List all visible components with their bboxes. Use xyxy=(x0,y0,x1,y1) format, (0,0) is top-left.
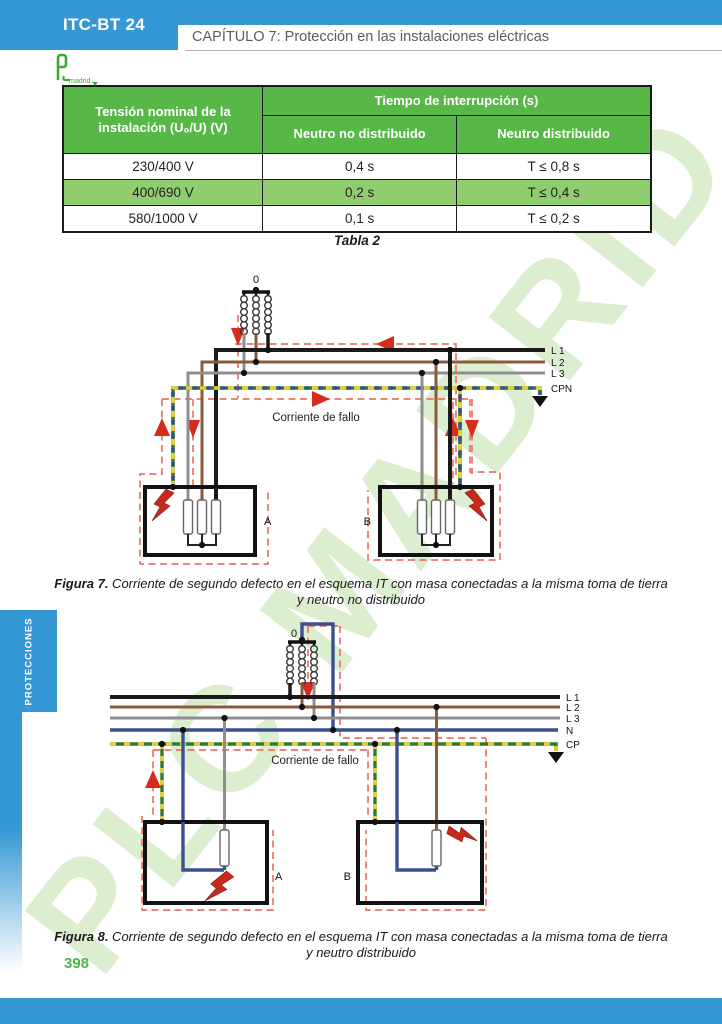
fault-bolt-icon xyxy=(204,867,235,906)
label-n: N xyxy=(566,726,573,737)
header-rule xyxy=(185,50,722,51)
figure8-caption-number: Figura 8. xyxy=(54,929,109,944)
figure7-caption: Figura 7. Corriente de segundo defecto e… xyxy=(51,576,671,609)
label-l3: L 3 xyxy=(551,369,565,380)
plc-madrid-logo-icon: madrid xyxy=(56,53,98,86)
fault-bolt-icon xyxy=(445,821,478,847)
load-a-label: A xyxy=(275,871,283,883)
sidebar-section-tab: PROTECCIONES xyxy=(0,610,57,712)
label-l2: L 2 xyxy=(566,703,580,714)
figure8-caption: Figura 8. Corriente de segundo defecto e… xyxy=(51,929,671,962)
figure8-diagram: 0 xyxy=(110,622,580,911)
load-b-label: B xyxy=(364,516,371,528)
fault-current-label: Corriente de fallo xyxy=(271,755,359,767)
label-l1: L 1 xyxy=(566,693,580,704)
table-row: 230/400 V 0,4 s T ≤ 0,8 s xyxy=(62,153,652,180)
cell-dist: T ≤ 0,2 s xyxy=(456,205,652,233)
table-header-tension: Tensión nominal de la instalación (U₀/U)… xyxy=(62,85,263,154)
cell-no-dist: 0,4 s xyxy=(261,153,458,180)
figure7-caption-number: Figura 7. xyxy=(54,576,109,591)
transformer-group: 0 xyxy=(239,274,272,373)
figure7-diagram: 0 xyxy=(139,274,572,565)
label-cpn: CPN xyxy=(551,384,572,395)
figure8-caption-text: Corriente de segundo defecto en el esque… xyxy=(108,929,668,961)
table-row: 580/1000 V 0,1 s T ≤ 0,2 s xyxy=(62,205,652,233)
sidebar-strip xyxy=(0,712,22,972)
transformer-group: 0 xyxy=(286,622,335,730)
cell-no-dist: 0,2 s xyxy=(261,179,458,206)
header-code-tab: ITC-BT 24 xyxy=(0,0,178,50)
label-l2: L 2 xyxy=(551,358,565,369)
load-a: A xyxy=(143,485,272,557)
fault-current-path xyxy=(141,625,487,911)
line-labels: L 1 L 2 L 3 N CP xyxy=(566,693,580,751)
page-number: 398 xyxy=(64,955,90,972)
table-caption: Tabla 2 xyxy=(333,233,381,248)
table-row: 400/690 V 0,2 s T ≤ 0,4 s xyxy=(62,179,652,206)
fault-current-label: Corriente de fallo xyxy=(272,412,360,424)
cell-dist: T ≤ 0,4 s xyxy=(456,179,652,206)
load-b: B xyxy=(344,820,484,905)
load-a-label: A xyxy=(264,516,272,528)
table-header-neutro-distribuido: Neutro distribuido xyxy=(456,115,652,154)
fault-arrows xyxy=(145,682,315,788)
table-header-neutro-no-distribuido: Neutro no distribuido xyxy=(261,115,458,154)
cpn-conductor xyxy=(171,386,542,487)
fault-bolt-icon xyxy=(464,488,488,522)
cell-no-dist: 0,1 s xyxy=(261,205,458,233)
fault-bolt-icon xyxy=(151,488,175,522)
fault-arrows xyxy=(154,328,479,438)
load-b: B xyxy=(364,485,494,557)
load-a: A xyxy=(143,820,283,906)
label-cp: CP xyxy=(566,740,580,751)
cell-tension: 230/400 V xyxy=(62,153,263,180)
transformer-zero-label: 0 xyxy=(253,274,259,286)
distribution-lines xyxy=(171,348,545,500)
ground-icon xyxy=(548,752,564,763)
chapter-title: CAPÍTULO 7: Protección en las instalacio… xyxy=(192,29,550,45)
load-b-label: B xyxy=(344,871,351,883)
label-l1: L 1 xyxy=(551,346,565,357)
distribution-lines xyxy=(110,695,560,830)
transformer-zero-label: 0 xyxy=(291,628,297,640)
sidebar-section-label: PROTECCIONES xyxy=(23,616,35,706)
label-l3: L 3 xyxy=(566,714,580,725)
cp-conductor xyxy=(110,742,558,751)
cell-tension: 580/1000 V xyxy=(62,205,263,233)
logo-sub-label: madrid xyxy=(69,78,91,85)
footer-band xyxy=(0,998,722,1024)
figure7-caption-text: Corriente de segundo defecto en el esque… xyxy=(108,576,668,608)
header-code: ITC-BT 24 xyxy=(62,15,146,34)
cell-tension: 400/690 V xyxy=(62,179,263,206)
interruption-time-table: Tensión nominal de la instalación (U₀/U)… xyxy=(62,85,652,233)
ground-icon xyxy=(532,396,548,407)
table-header-tiempo: Tiempo de interrupción (s) xyxy=(262,85,652,116)
line-labels: L 1 L 2 L 3 CPN xyxy=(551,346,572,395)
cell-dist: T ≤ 0,8 s xyxy=(456,153,652,180)
